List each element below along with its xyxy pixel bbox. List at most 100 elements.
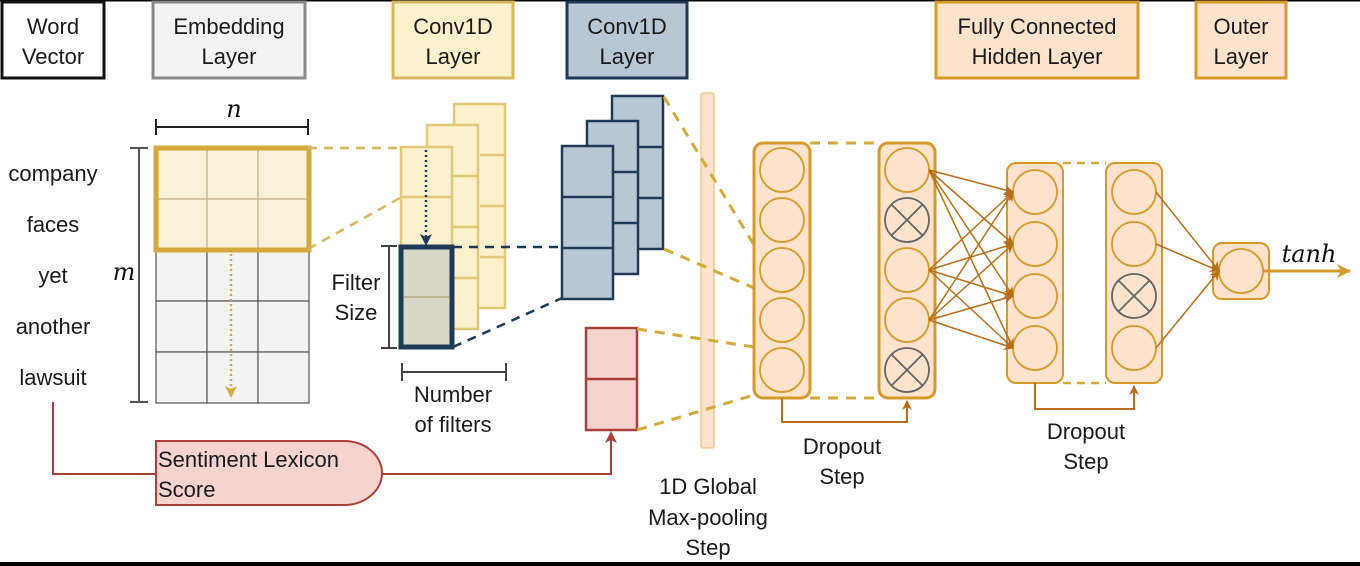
neuron <box>884 247 930 293</box>
header-outer-line2: Layer <box>1213 44 1268 69</box>
word-yet: yet <box>38 263 67 288</box>
embedding-cell <box>257 300 310 353</box>
cross-line <box>1117 279 1151 313</box>
filter-size-line1: Filter <box>332 270 381 295</box>
neuron <box>1111 221 1157 267</box>
header-conv1d-layer-maps: Conv1D Layer <box>565 0 689 80</box>
header-conv1d-b-line1: Conv1D <box>587 14 666 39</box>
neuron <box>759 347 805 393</box>
neuron-circle <box>884 147 930 193</box>
cross-line <box>890 203 924 237</box>
connection-edge <box>1155 191 1220 272</box>
header-embedding-layer: Embedding Layer <box>151 0 307 80</box>
conv-filters-stack <box>398 102 507 350</box>
neuron-circle <box>1012 273 1058 319</box>
feature-maps-stack <box>560 94 665 301</box>
neuron-circle <box>1111 325 1157 371</box>
number-of-filters-line1: Number <box>414 382 492 407</box>
dropout-step-label-1: Dropout Step <box>803 434 881 489</box>
layer-container <box>1105 162 1163 384</box>
dense-layers <box>752 141 1270 423</box>
header-embedding-line1: Embedding <box>173 14 284 39</box>
header-conv1d-a-line1: Conv1D <box>413 14 492 39</box>
neuron <box>1012 221 1058 267</box>
layer-dropout_2 <box>1105 162 1163 384</box>
filter-size-bracket: Filter Size <box>332 245 397 349</box>
embedding-matrix <box>153 145 312 404</box>
m-label: m <box>113 258 136 286</box>
embedding-cell <box>257 249 310 302</box>
dropped-neuron <box>884 197 930 243</box>
maxpool-label: 1D Global Max-pooling Step <box>648 474 768 560</box>
layer-dropout_1 <box>877 141 937 400</box>
header-word-vector: Word Vector <box>0 0 106 80</box>
neuron <box>1111 169 1157 215</box>
neuron-circle <box>1111 221 1157 267</box>
embedding-cell <box>206 300 259 353</box>
maxpool-line1: 1D Global <box>659 474 757 499</box>
connection-edge <box>1155 270 1220 349</box>
header-conv1d-a-line2: Layer <box>425 44 480 69</box>
embedding-cell <box>155 198 208 251</box>
embedding-cell <box>155 249 208 302</box>
layer-dense_2 <box>1006 162 1064 384</box>
neuron-circle <box>759 297 805 343</box>
sentiment-line1: Sentiment Lexicon <box>158 447 339 472</box>
connection-edge <box>928 269 1014 349</box>
header-embedding-line2: Layer <box>201 44 256 69</box>
embedding-cell <box>206 198 259 251</box>
projection-line <box>452 296 563 349</box>
neuron <box>1218 248 1264 294</box>
word-lawsuit: lawsuit <box>19 365 86 390</box>
header-word-vector-line2: Vector <box>22 44 84 69</box>
neuron-circle <box>1111 169 1157 215</box>
dropout-2-line2: Step <box>1063 449 1108 474</box>
neuron-circle <box>1012 169 1058 215</box>
neuron <box>884 297 930 343</box>
header-fully-connected-hidden-layer: Fully Connected Hidden Layer <box>934 0 1140 80</box>
dropout-step-arrow <box>1034 383 1139 410</box>
header-conv1d-b-line2: Layer <box>599 44 654 69</box>
connection-edge <box>928 319 1014 350</box>
dropout-2-line1: Dropout <box>1047 419 1125 444</box>
neuron <box>759 247 805 293</box>
neuron <box>759 297 805 343</box>
dropped-neuron <box>884 347 930 393</box>
word-faces: faces <box>27 212 80 237</box>
neuron-circle <box>759 347 805 393</box>
connection-edge <box>928 169 1014 297</box>
projection-line <box>307 196 401 251</box>
neuron-circle <box>1012 325 1058 371</box>
dropout-step-label-2: Dropout Step <box>1047 419 1125 474</box>
feature-map <box>560 144 615 301</box>
header-word-vector-line1: Word <box>27 14 79 39</box>
global-max-pooling-vector <box>700 92 715 449</box>
neuron-circle <box>759 147 805 193</box>
dropout-step-arrow <box>781 398 912 423</box>
neuron <box>759 197 805 243</box>
neuron <box>1012 273 1058 319</box>
header-fc-line1: Fully Connected <box>958 14 1117 39</box>
projection-line <box>662 96 756 246</box>
number-of-filters-line2: of filters <box>414 412 491 437</box>
sentiment-lexicon-score-box: Sentiment Lexicon Score <box>155 440 383 506</box>
connection-edge <box>928 169 1014 349</box>
neuron-circle <box>759 247 805 293</box>
header-fc-line2: Hidden Layer <box>972 44 1103 69</box>
neuron <box>884 147 930 193</box>
dropout-1-line1: Dropout <box>803 434 881 459</box>
lexicon-to-feature-arrow <box>382 431 617 475</box>
m-dimension-bracket: m <box>108 147 148 403</box>
projection-line <box>663 247 755 290</box>
connection-edge <box>928 191 1014 321</box>
connection-edge <box>1155 243 1220 273</box>
embedding-cell <box>155 147 208 200</box>
cross-line <box>890 353 924 387</box>
projection-line <box>636 327 755 349</box>
embedding-cell <box>206 351 259 404</box>
layer-dense_1 <box>752 141 812 400</box>
neuron-circle <box>759 197 805 243</box>
layer-output <box>1212 242 1270 300</box>
dropout-1-line2: Step <box>819 464 864 489</box>
